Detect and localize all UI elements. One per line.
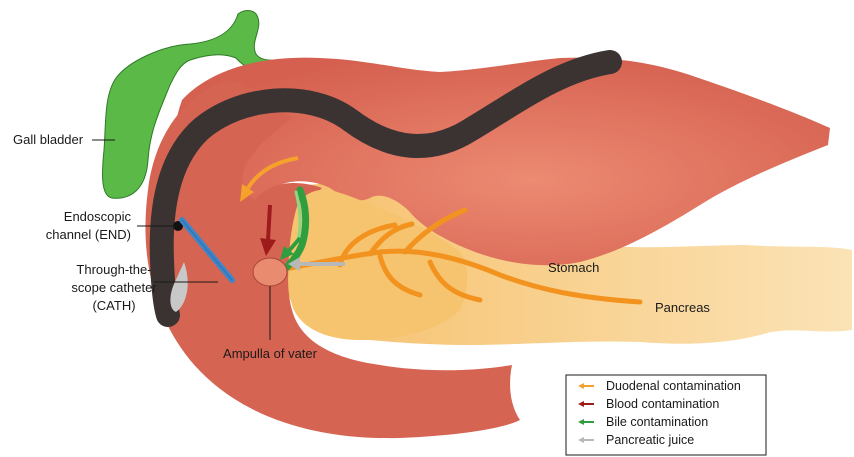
legend-label: Pancreatic juice xyxy=(606,433,694,447)
ampulla-label: Ampulla of vater xyxy=(223,346,318,361)
legend-label: Duodenal contamination xyxy=(606,379,741,393)
ampulla xyxy=(253,258,287,286)
gall-bladder-label: Gall bladder xyxy=(13,132,84,147)
catheter-label-1: Through-the- xyxy=(76,262,151,277)
endoscopic-label-1: Endoscopic xyxy=(64,209,132,224)
stomach-label: Stomach xyxy=(548,260,599,275)
catheter-label-2: scope catheter xyxy=(71,280,157,295)
legend-label: Bile contamination xyxy=(606,415,708,429)
catheter-label-3: (CATH) xyxy=(92,298,135,313)
legend-label: Blood contamination xyxy=(606,397,719,411)
pancreas-label: Pancreas xyxy=(655,300,710,315)
endoscopic-label-2: channel (END) xyxy=(46,227,131,242)
